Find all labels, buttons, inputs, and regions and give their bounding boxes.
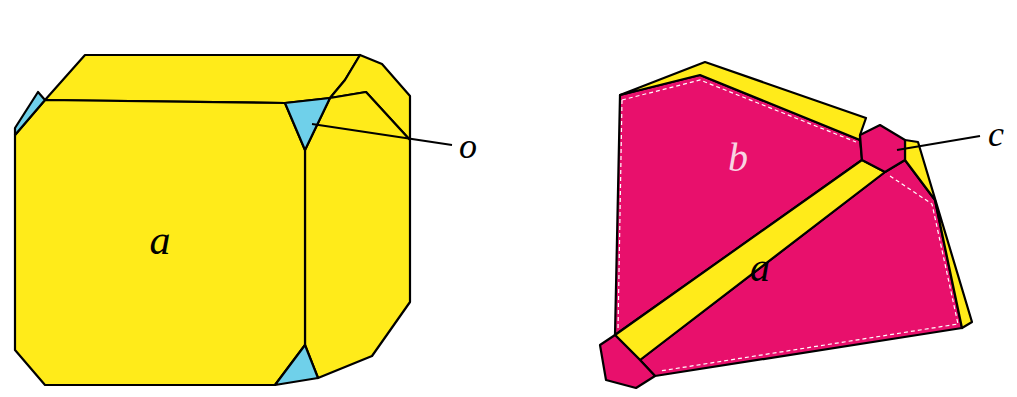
dashed-edge [618,100,622,330]
tetra-face [640,160,962,376]
leader-line [312,124,452,145]
dashed-edge [660,176,958,371]
octahedron-face [275,345,318,385]
leader-line [897,136,980,150]
corner-face [600,335,655,388]
face-label: o [459,128,477,164]
dashed-edge [622,80,856,142]
octahedron-face [285,98,330,150]
corner-face [860,125,905,172]
right-face [305,92,410,378]
face-label: a [150,219,171,261]
face-label: b [728,138,748,178]
face-label: a [750,248,770,288]
band-face [620,62,866,140]
top-face [45,55,360,103]
octahedron-face [15,92,45,135]
band-face [905,140,972,328]
face-label: c [988,116,1004,152]
front-face [15,100,305,385]
band-face [615,160,885,360]
